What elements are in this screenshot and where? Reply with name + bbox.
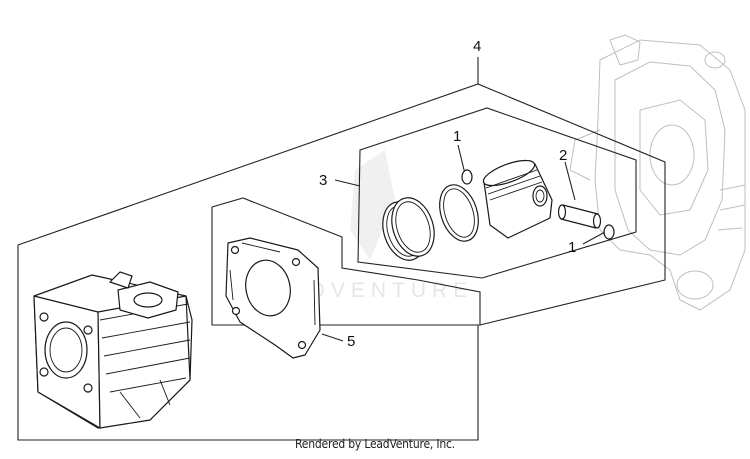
- callout-3: 3: [319, 172, 327, 189]
- piston-pin: [557, 204, 602, 229]
- cylinder-block: [33, 271, 193, 429]
- circlip-bottom: [603, 224, 615, 240]
- callout-5: 5: [347, 333, 355, 350]
- piston: [482, 159, 553, 239]
- callout-1-bottom: 1: [568, 239, 576, 256]
- callout-4: 4: [473, 38, 481, 55]
- render-credit: Rendered by LeadVenture, Inc.: [295, 437, 455, 451]
- engine-background-ghost: [569, 34, 746, 311]
- piston-rings: [382, 184, 479, 261]
- cylinder-gasket: [225, 237, 321, 359]
- callout-2: 2: [559, 147, 567, 164]
- callout-1-top: 1: [453, 128, 461, 145]
- piston-kit-outline-3: [357, 107, 637, 279]
- circlip-top: [461, 169, 473, 185]
